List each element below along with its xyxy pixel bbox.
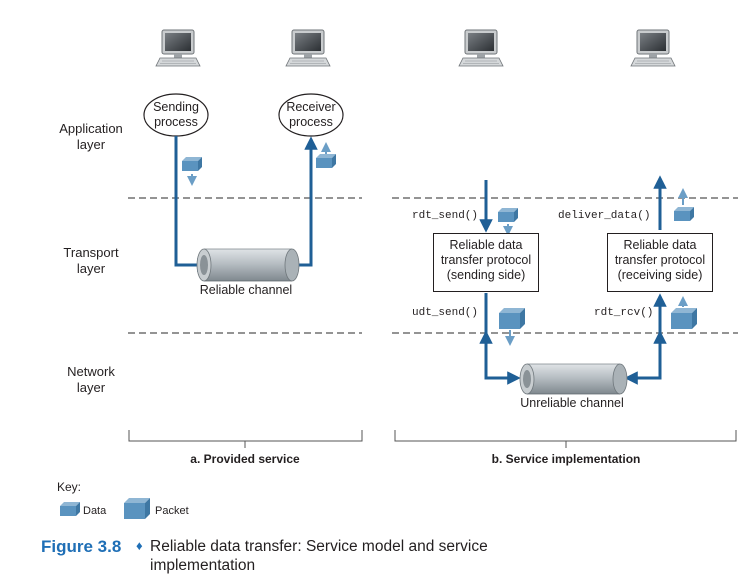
network-to-receiver-arrow (624, 330, 667, 385)
computer-icon (458, 29, 504, 67)
rdt-send-label: rdt_send() (412, 210, 479, 222)
computer-icon (155, 29, 201, 67)
reliable-channel-pipe (196, 248, 300, 282)
key-packet-label: Packet (155, 505, 189, 517)
packet-icon (499, 308, 525, 329)
figure-caption-line1: Reliable data transfer: Service model an… (150, 538, 488, 555)
packet-icon (671, 308, 697, 329)
key-data-label: Data (83, 505, 107, 517)
panel-a-caption: a. Provided service (190, 452, 300, 466)
deliver-data-label: deliver_data() (558, 210, 651, 222)
data-icon (674, 207, 694, 221)
unreliable-channel-pipe (519, 363, 628, 395)
receiver-process-ellipse (278, 93, 344, 137)
data-icon (60, 502, 80, 516)
udt-send-label: udt_send() (412, 307, 479, 319)
computer-icon (285, 29, 331, 67)
figure-number: Figure 3.8 (41, 537, 122, 556)
rdt-rcv-label: rdt_rcv() (594, 307, 654, 319)
panel-b-caption: b. Service implementation (491, 452, 641, 466)
data-icon (316, 154, 336, 168)
reliable-channel-label: Reliable channel (199, 283, 293, 297)
diamond-icon: ♦ (136, 538, 143, 553)
computer-icon (630, 29, 676, 67)
data-icon (182, 157, 202, 171)
send-flow-arrow (174, 136, 211, 272)
data-icon (498, 208, 518, 222)
panel-a-bracket (128, 430, 363, 448)
udt-send-arrow (479, 330, 521, 385)
key-title: Key: (57, 480, 82, 494)
receive-flow-arrow (292, 136, 318, 267)
figure-caption-line2: implementation (150, 557, 256, 574)
unreliable-channel-label: Unreliable channel (520, 396, 624, 410)
packet-icon (124, 498, 150, 519)
panel-b-bracket (394, 430, 737, 448)
